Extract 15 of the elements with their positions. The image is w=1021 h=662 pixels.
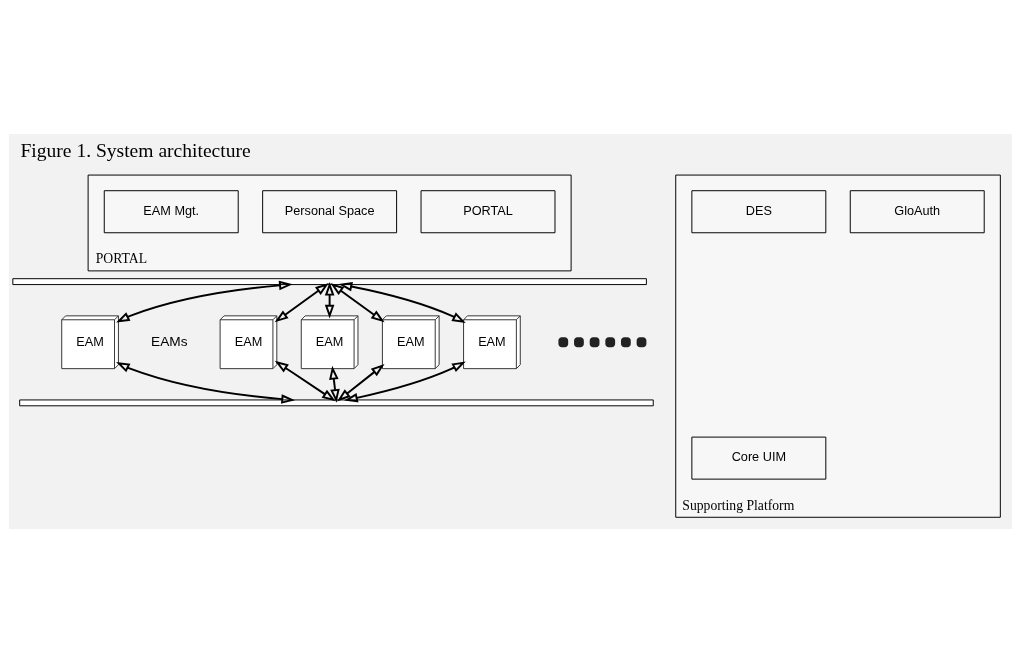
arrow xyxy=(116,361,296,404)
arrow xyxy=(336,363,385,401)
arrow xyxy=(344,360,466,402)
node-box: DES xyxy=(691,189,827,233)
node-box: EAM Mgt. xyxy=(103,189,239,233)
label: EAMs xyxy=(151,333,188,349)
node-bar xyxy=(19,398,654,406)
node-box: GloAuth xyxy=(849,189,985,233)
node-box: Core UIM xyxy=(691,436,827,480)
diagram-title: Figure 1. System architecture xyxy=(20,139,251,161)
arrow xyxy=(116,280,293,323)
arrow xyxy=(324,281,335,319)
node-box: Personal Space xyxy=(262,189,398,233)
node-box: PORTAL xyxy=(420,189,556,233)
node-bar xyxy=(12,277,647,285)
